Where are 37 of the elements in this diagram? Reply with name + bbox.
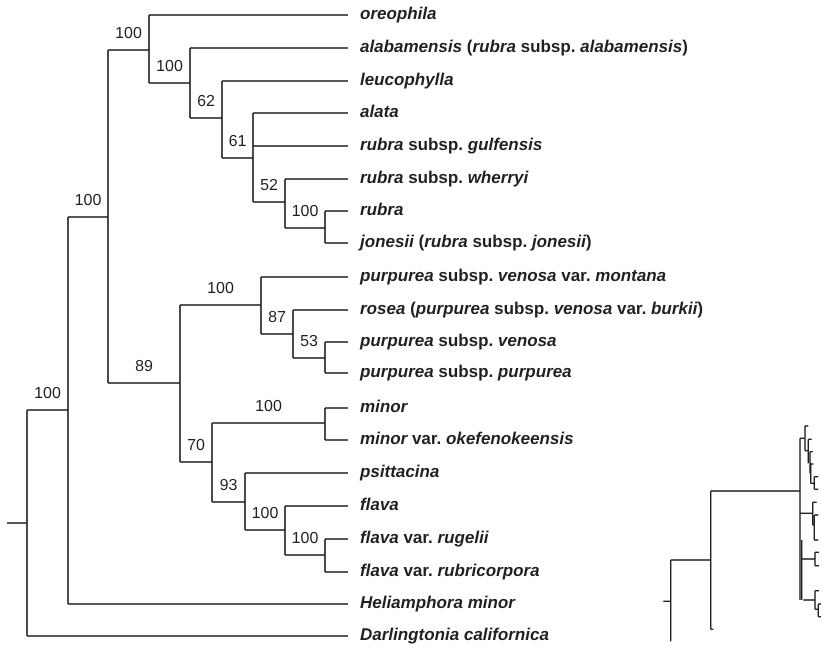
taxon-label: flava var. rubricorpora <box>360 561 540 581</box>
bootstrap-value: 53 <box>300 333 318 351</box>
bootstrap-value: 100 <box>292 530 318 548</box>
bootstrap-value: 100 <box>207 280 234 298</box>
bootstrap-value: 100 <box>74 192 102 210</box>
taxon-label: minor <box>360 397 408 417</box>
bootstrap-value: 70 <box>187 437 205 455</box>
taxon-label: Darlingtonia californica <box>360 625 549 645</box>
bootstrap-value: 62 <box>197 93 215 111</box>
taxon-label: rubra subsp. gulfensis <box>360 135 542 155</box>
bootstrap-value: 100 <box>34 385 61 403</box>
bootstrap-value: 89 <box>135 358 153 376</box>
bootstrap-value: 100 <box>115 25 142 43</box>
taxon-label: rubra subsp. wherryi <box>360 168 528 188</box>
bootstrap-value: 100 <box>292 203 318 221</box>
taxon-label: leucophylla <box>360 70 454 90</box>
taxon-label: rubra <box>360 200 404 220</box>
bootstrap-value: 100 <box>156 58 183 76</box>
taxon-label: psittacina <box>360 462 440 482</box>
taxon-label: purpurea subsp. venosa var. montana <box>360 266 666 286</box>
taxon-label: flava <box>360 495 399 515</box>
taxon-label: alata <box>360 102 399 122</box>
taxon-label: rosea (purpurea subsp. venosa var. burkii) <box>360 299 704 319</box>
taxon-label: flava var. rugelii <box>360 528 489 548</box>
taxon-label: jonesii (rubra subsp. jonesii) <box>360 232 592 252</box>
bootstrap-value: 52 <box>260 177 278 195</box>
taxon-label: oreophila <box>360 4 437 24</box>
bootstrap-value: 100 <box>252 505 278 523</box>
taxon-label: Heliamphora minor <box>360 593 515 613</box>
bootstrap-value: 61 <box>228 133 246 151</box>
bootstrap-value: 87 <box>268 309 286 327</box>
bootstrap-value: 100 <box>255 398 282 416</box>
taxon-label: alabamensis (rubra subsp. alabamensis) <box>360 37 688 57</box>
taxon-label: minor var. okefenokeensis <box>360 429 574 449</box>
taxon-label: purpurea subsp. purpurea <box>360 362 572 382</box>
taxon-label: purpurea subsp. venosa <box>360 331 557 351</box>
bootstrap-value: 93 <box>220 477 238 495</box>
